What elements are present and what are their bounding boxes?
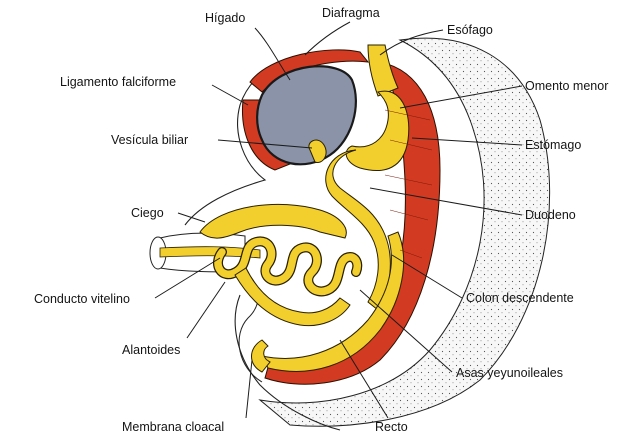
lower-intestinal-loop xyxy=(234,267,351,327)
label-duodeno: Duodeno xyxy=(525,208,576,222)
cecum-loop xyxy=(199,203,347,239)
label-conducto-vitelino: Conducto vitelino xyxy=(34,292,130,306)
duodenum-tube xyxy=(325,149,391,311)
label-ligamento-falciforme: Ligamento falciforme xyxy=(60,75,176,89)
label-esofago: Esófago xyxy=(447,23,493,37)
label-membrana-cloacal: Membrana cloacal xyxy=(122,420,224,434)
label-diafragma: Diafragma xyxy=(322,6,380,20)
gallbladder-shape xyxy=(308,139,327,164)
label-vesicula-biliar: Vesícula biliar xyxy=(111,133,188,147)
mesentery-lines xyxy=(384,109,433,259)
jejunoileal-loops-fill xyxy=(214,237,361,296)
label-ciego: Ciego xyxy=(131,206,164,220)
label-colon-descendente: Colon descendente xyxy=(466,291,574,305)
label-higado: Hígado xyxy=(205,11,245,25)
label-recto: Recto xyxy=(375,420,408,434)
vitelline-duct xyxy=(159,246,261,259)
liver-shape xyxy=(256,65,357,166)
label-asas-yeyunoileales: Asas yeyunoileales xyxy=(456,366,563,380)
label-estomago: Estómago xyxy=(525,138,581,152)
mesentery-region xyxy=(264,61,441,385)
stomach-shape xyxy=(345,90,410,172)
coelom-stippled-region xyxy=(258,37,551,427)
cloaca-region xyxy=(251,339,271,373)
label-alantoides: Alantoides xyxy=(122,343,180,357)
label-omento-menor: Omento menor xyxy=(525,79,608,93)
labels-group: Hígado Diafragma Esófago Ligamento falci… xyxy=(34,6,608,434)
leader-lines xyxy=(154,21,523,419)
esophagus-tube xyxy=(367,44,399,97)
